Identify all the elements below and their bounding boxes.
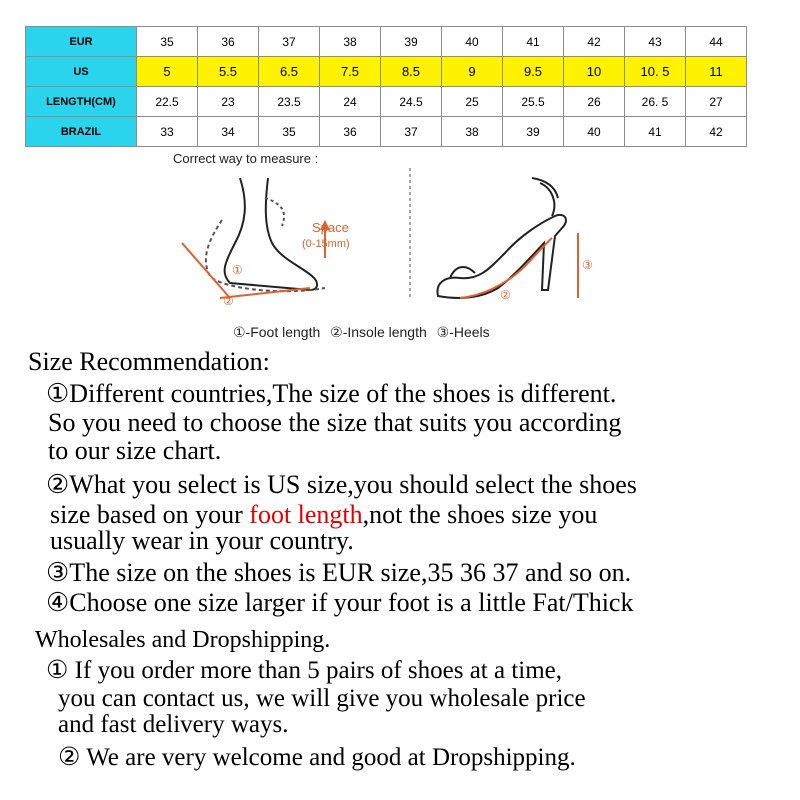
size-cell: 41 — [624, 116, 686, 147]
size-cell: 6.5 — [258, 56, 320, 87]
rec-item-2-line-1: ②What you select is US size,you should s… — [46, 470, 637, 499]
rec-item-4: ④Choose one size larger if your foot is … — [46, 588, 634, 617]
size-cell: 11 — [685, 56, 747, 87]
legend-foot-length: ①-Foot length — [233, 324, 321, 340]
size-cell: 23 — [197, 86, 259, 117]
marker-2-left: ② — [223, 294, 234, 308]
rec-item-2-line-3: usually wear in your country. — [50, 526, 354, 555]
rec-item-2-post: ,not the shoes size you — [362, 500, 598, 529]
size-cell: 37 — [258, 26, 320, 57]
measure-illustration: Space (0-15mm) ① ② ③ ② — [181, 168, 593, 308]
size-cell: 39 — [502, 116, 564, 147]
size-cell: 5.5 — [197, 56, 259, 87]
size-row-header: EUR — [25, 26, 137, 57]
size-cell: 26. 5 — [624, 86, 686, 117]
size-cell: 7.5 — [319, 56, 381, 87]
size-cell: 25 — [441, 86, 503, 117]
wholesale-title: Wholesales and Dropshipping. — [35, 627, 331, 653]
ws-item-2: ② We are very welcome and good at Dropsh… — [58, 744, 576, 771]
size-cell: 42 — [563, 26, 625, 57]
foot-length-highlight: foot length — [249, 500, 363, 529]
size-cell: 34 — [197, 116, 259, 147]
space-range: (0-15mm) — [302, 238, 350, 250]
size-cell: 40 — [563, 116, 625, 147]
size-cell: 44 — [685, 26, 747, 57]
ws-item-1-line-3: and fast delivery ways. — [58, 711, 289, 738]
rec-item-2-line-2: size based on your foot length,not the s… — [50, 502, 597, 528]
size-cell: 25.5 — [502, 86, 564, 117]
size-cell: 24 — [319, 86, 381, 117]
size-cell: 43 — [624, 26, 686, 57]
rec-item-1-line-3: to our size chart. — [48, 436, 222, 465]
size-cell: 38 — [441, 116, 503, 147]
space-label: Space — [312, 220, 349, 235]
size-cell: 24.5 — [380, 86, 442, 117]
foot-length-indicator — [181, 220, 330, 299]
size-cell: 38 — [319, 26, 381, 57]
size-row-header: US — [25, 56, 137, 87]
marker-1-left: ① — [232, 263, 243, 277]
size-cell: 40 — [441, 26, 503, 57]
size-cell: 33 — [136, 116, 198, 147]
measure-caption: Correct way to measure : — [173, 151, 319, 166]
size-cell: 10. 5 — [624, 56, 686, 87]
size-cell: 36 — [319, 116, 381, 147]
size-row-header: BRAZIL — [25, 116, 137, 147]
size-recommendation-title: Size Recommendation: — [28, 347, 270, 376]
foot-drawing — [205, 177, 326, 293]
size-cell: 23.5 — [258, 86, 320, 117]
size-cell: 9 — [441, 56, 503, 87]
size-cell: 9.5 — [502, 56, 564, 87]
legend-heels: ③-Heels — [436, 324, 490, 340]
heel-shoe-drawing — [436, 177, 567, 299]
size-row-header: LENGTH(CM) — [25, 86, 137, 117]
size-cell: 36 — [197, 26, 259, 57]
size-cell: 26 — [563, 86, 625, 117]
size-cell: 37 — [380, 116, 442, 147]
size-cell: 8.5 — [380, 56, 442, 87]
size-cell: 5 — [136, 56, 198, 87]
rec-item-3: ③The size on the shoes is EUR size,35 36… — [46, 558, 632, 587]
size-cell: 42 — [685, 116, 747, 147]
marker-2-right: ② — [500, 288, 511, 302]
rec-item-1-line-2: So you need to choose the size that suit… — [48, 408, 622, 437]
ws-item-1-line-1: ① If you order more than 5 pairs of shoe… — [46, 657, 563, 684]
ws-item-1-line-2: you can contact us, we will give you who… — [58, 685, 586, 712]
rec-item-1-line-1: ①Different countries,The size of the sho… — [46, 379, 617, 408]
legend-insole-length: ②-Insole length — [330, 324, 427, 340]
rec-item-2-pre: size based on your — [50, 500, 250, 529]
size-cell: 35 — [136, 26, 198, 57]
size-cell: 22.5 — [136, 86, 198, 117]
size-cell: 39 — [380, 26, 442, 57]
size-cell: 35 — [258, 116, 320, 147]
heel-height-indicator — [459, 233, 579, 299]
size-cell: 41 — [502, 26, 564, 57]
marker-3-right: ③ — [582, 258, 593, 272]
size-cell: 27 — [685, 86, 747, 117]
size-cell: 10 — [563, 56, 625, 87]
measure-legend: ①-Foot length ②-Insole length ③-Heels — [233, 324, 496, 341]
